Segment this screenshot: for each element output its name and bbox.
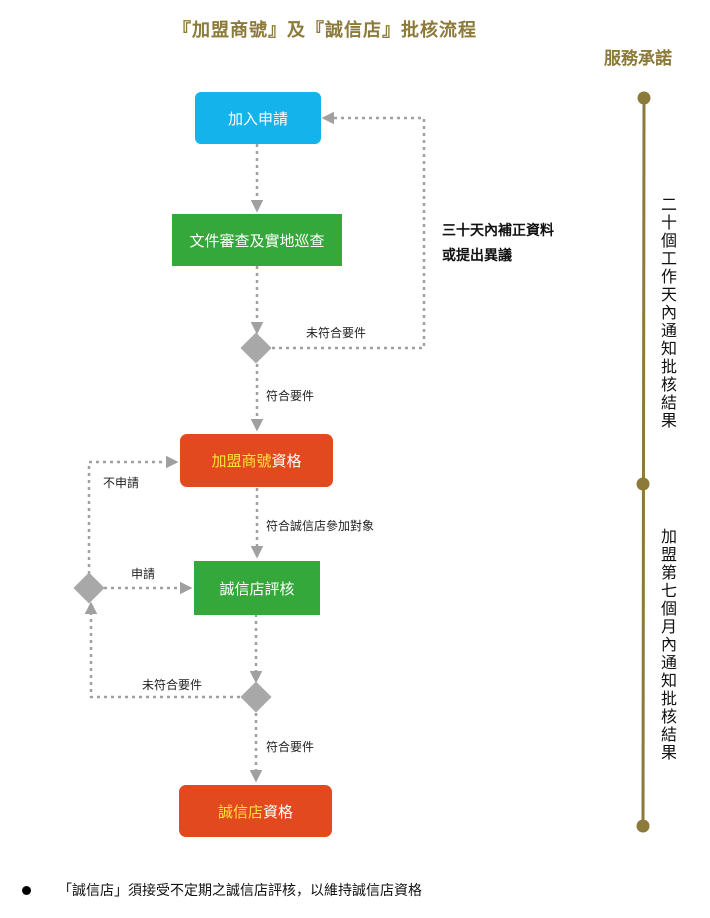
page-title: 『加盟商號』及『誠信店』批核流程 xyxy=(173,20,477,41)
node-honest-assessment-label: 誠信店評核 xyxy=(219,579,295,598)
service-commitment-title: 服務承諾 xyxy=(604,49,672,69)
supplement-note-line1: 三十天內補正資料 xyxy=(442,223,554,239)
node-honest-qualification: 誠信店資格 xyxy=(179,785,332,837)
decision-diamond-assess xyxy=(240,681,272,713)
footer-note: 「誠信店」須接受不定期之誠信店評核，以維持誠信店資格 xyxy=(58,883,422,899)
node-honest-highlight: 誠信店 xyxy=(217,802,263,821)
edge-label-pass-2: 符合要件 xyxy=(266,740,315,754)
edge-label-eligible: 符合誠信店參加對象 xyxy=(266,519,375,533)
edge-label-pass-1: 符合要件 xyxy=(266,389,315,403)
service-period-20-days: 二十個工作天內通知批核結果 xyxy=(658,196,677,430)
node-document-review-label: 文件審查及實地巡查 xyxy=(189,231,325,250)
timeline-line xyxy=(641,97,646,827)
edge-label-fail-2: 未符合要件 xyxy=(142,678,203,692)
edge-label-no-apply: 不申請 xyxy=(103,476,140,490)
edge-decision3-no-apply xyxy=(87,455,179,574)
node-honest-assessment: 誠信店評核 xyxy=(194,561,320,615)
timeline-dot-middle xyxy=(636,477,650,491)
edge-decision2-fail-return xyxy=(84,601,240,699)
node-apply-label: 加入申請 xyxy=(227,109,288,128)
timeline-dot-start xyxy=(637,91,651,105)
timeline-dot-end xyxy=(636,819,650,833)
node-member-highlight: 加盟商號 xyxy=(211,452,272,470)
supplement-note-line2: 或提出異議 xyxy=(442,248,512,264)
edge-label-fail-1: 未符合要件 xyxy=(306,326,367,340)
service-period-7-months: 加盟第七個月內通知批核結果 xyxy=(658,528,677,762)
node-apply: 加入申請 xyxy=(195,92,321,144)
decision-diamond-apply-honest xyxy=(73,572,105,604)
node-document-review: 文件審查及實地巡查 xyxy=(172,214,342,266)
edge-decision1-fail-return xyxy=(272,111,426,350)
bullet-icon xyxy=(22,886,31,895)
edge-label-apply-honest: 申請 xyxy=(131,567,156,581)
supplement-note: 三十天內補正資料 或提出異議 xyxy=(442,219,554,269)
node-member-qualification: 加盟商號資格 xyxy=(180,434,333,487)
decision-diamond-review xyxy=(240,332,272,364)
node-member-suffix: 資格 xyxy=(271,452,302,470)
node-honest-suffix: 資格 xyxy=(263,802,294,821)
